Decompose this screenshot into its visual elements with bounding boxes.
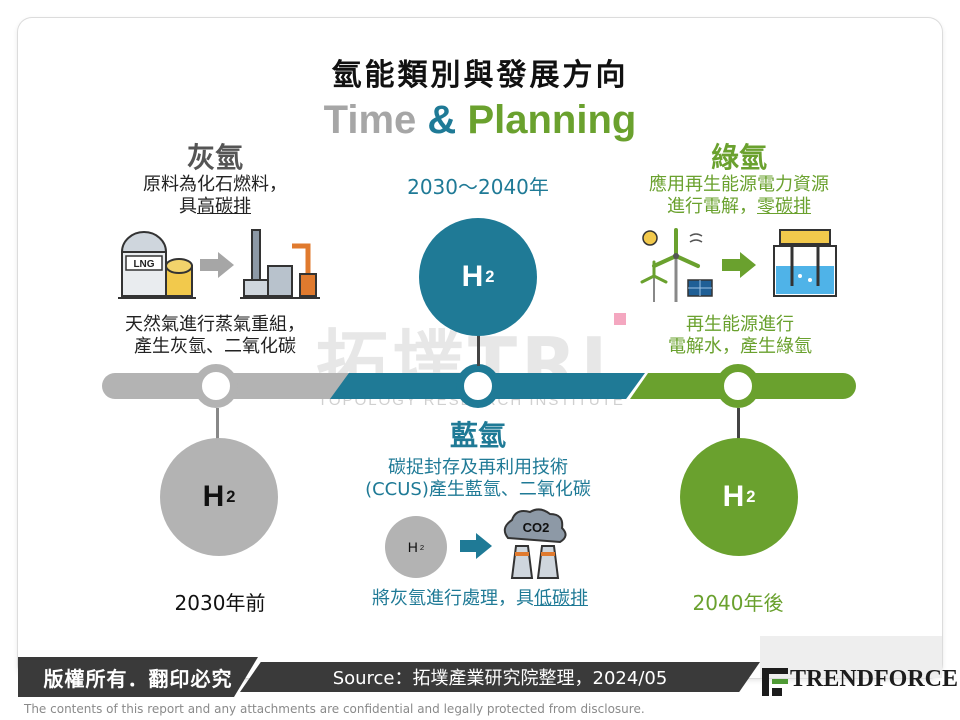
h2-blue-h: H [461,260,484,293]
green-process-line1: 再生能源進行 [686,314,794,335]
trendforce-logo-mark-icon [762,668,788,696]
electrolyzer-icon [773,229,837,297]
arrow-right-icon [200,252,234,278]
h2-small-h: H [407,539,418,555]
renewable-energy-icon [640,228,713,302]
h2-gray-h: H [202,480,225,513]
h2-green-h: H [722,480,745,513]
timeline-node-green [716,364,760,408]
green-desc-line2: 進行電解，零碳排 [622,196,856,218]
footer-stripe-right [760,636,942,678]
gray-desc-line2: 具高碳排 [110,196,320,218]
blue-process-prefix: 將灰氫進行處理，具 [372,588,534,609]
gray-desc-underlined: 高碳排 [197,196,251,217]
co2-factory-icon: CO2 [503,508,567,579]
blue-process-underlined: 低碳排 [534,588,588,609]
timeline-node-gray [194,364,238,408]
h2-blue-sub: 2 [485,267,495,286]
gray-period: 2030年前 [174,591,266,615]
disclaimer: The contents of this report and any atta… [24,702,645,716]
blue-period: 2030～2040年 [407,175,549,199]
subtitle-planning: Planning [467,98,637,142]
co2-label: CO2 [523,520,550,535]
gray-desc-line1: 原料為化石燃料， [143,174,287,195]
gray-desc-prefix: 具 [179,196,197,217]
connector-green [737,408,740,442]
arrow-right-icon [460,533,492,559]
watermark-pink-square [614,313,626,325]
h2-small-sub: 2 [419,542,425,552]
blue-heading: 藍氫 [449,419,506,452]
blue-desc-line2: (CCUS)產生藍氫、二氧化碳 [365,479,591,500]
page-subtitle: Time & Planning [0,98,960,143]
connector-gray [216,408,219,442]
green-heading: 綠氫 [710,141,767,174]
subtitle-amp: & [427,98,457,142]
blue-desc-line1: 碳捉封存及再利用技術 [388,457,568,478]
lng-plant-icon: LNG [118,231,196,299]
gray-process-line1: 天然氣進行蒸氣重組， [125,314,305,335]
green-desc-prefix: 進行電解， [667,196,757,217]
content-card [18,18,942,678]
gray-process-line2: 產生灰氫、二氧化碳 [134,336,296,357]
source-bar: Source：拓墣產業研究院整理，2024/05 [240,662,760,692]
green-desc-line1: 應用再生能源電力資源 [649,174,829,195]
h2-gray-sub: 2 [226,487,236,506]
green-process-line2: 電解水，產生綠氫 [668,336,812,357]
subtitle-time: Time [323,98,417,142]
green-period: 2040年後 [692,591,784,615]
gray-heading: 灰氫 [186,141,243,174]
green-desc-underlined: 零碳排 [757,196,811,217]
refinery-icon [240,229,320,299]
connector-blue [477,332,480,366]
timeline-node-blue [456,364,500,408]
lng-label: LNG [133,259,154,270]
page-title: 氫能類別與發展方向 [331,58,629,93]
trendforce-logo: TRENDFORCE [790,666,959,692]
blue-process: 將灰氫進行處理，具低碳排 [330,588,630,610]
copyright-bar: 版權所有．翻印必究 [18,657,258,697]
arrow-right-icon [722,252,756,278]
h2-green-sub: 2 [746,487,756,506]
